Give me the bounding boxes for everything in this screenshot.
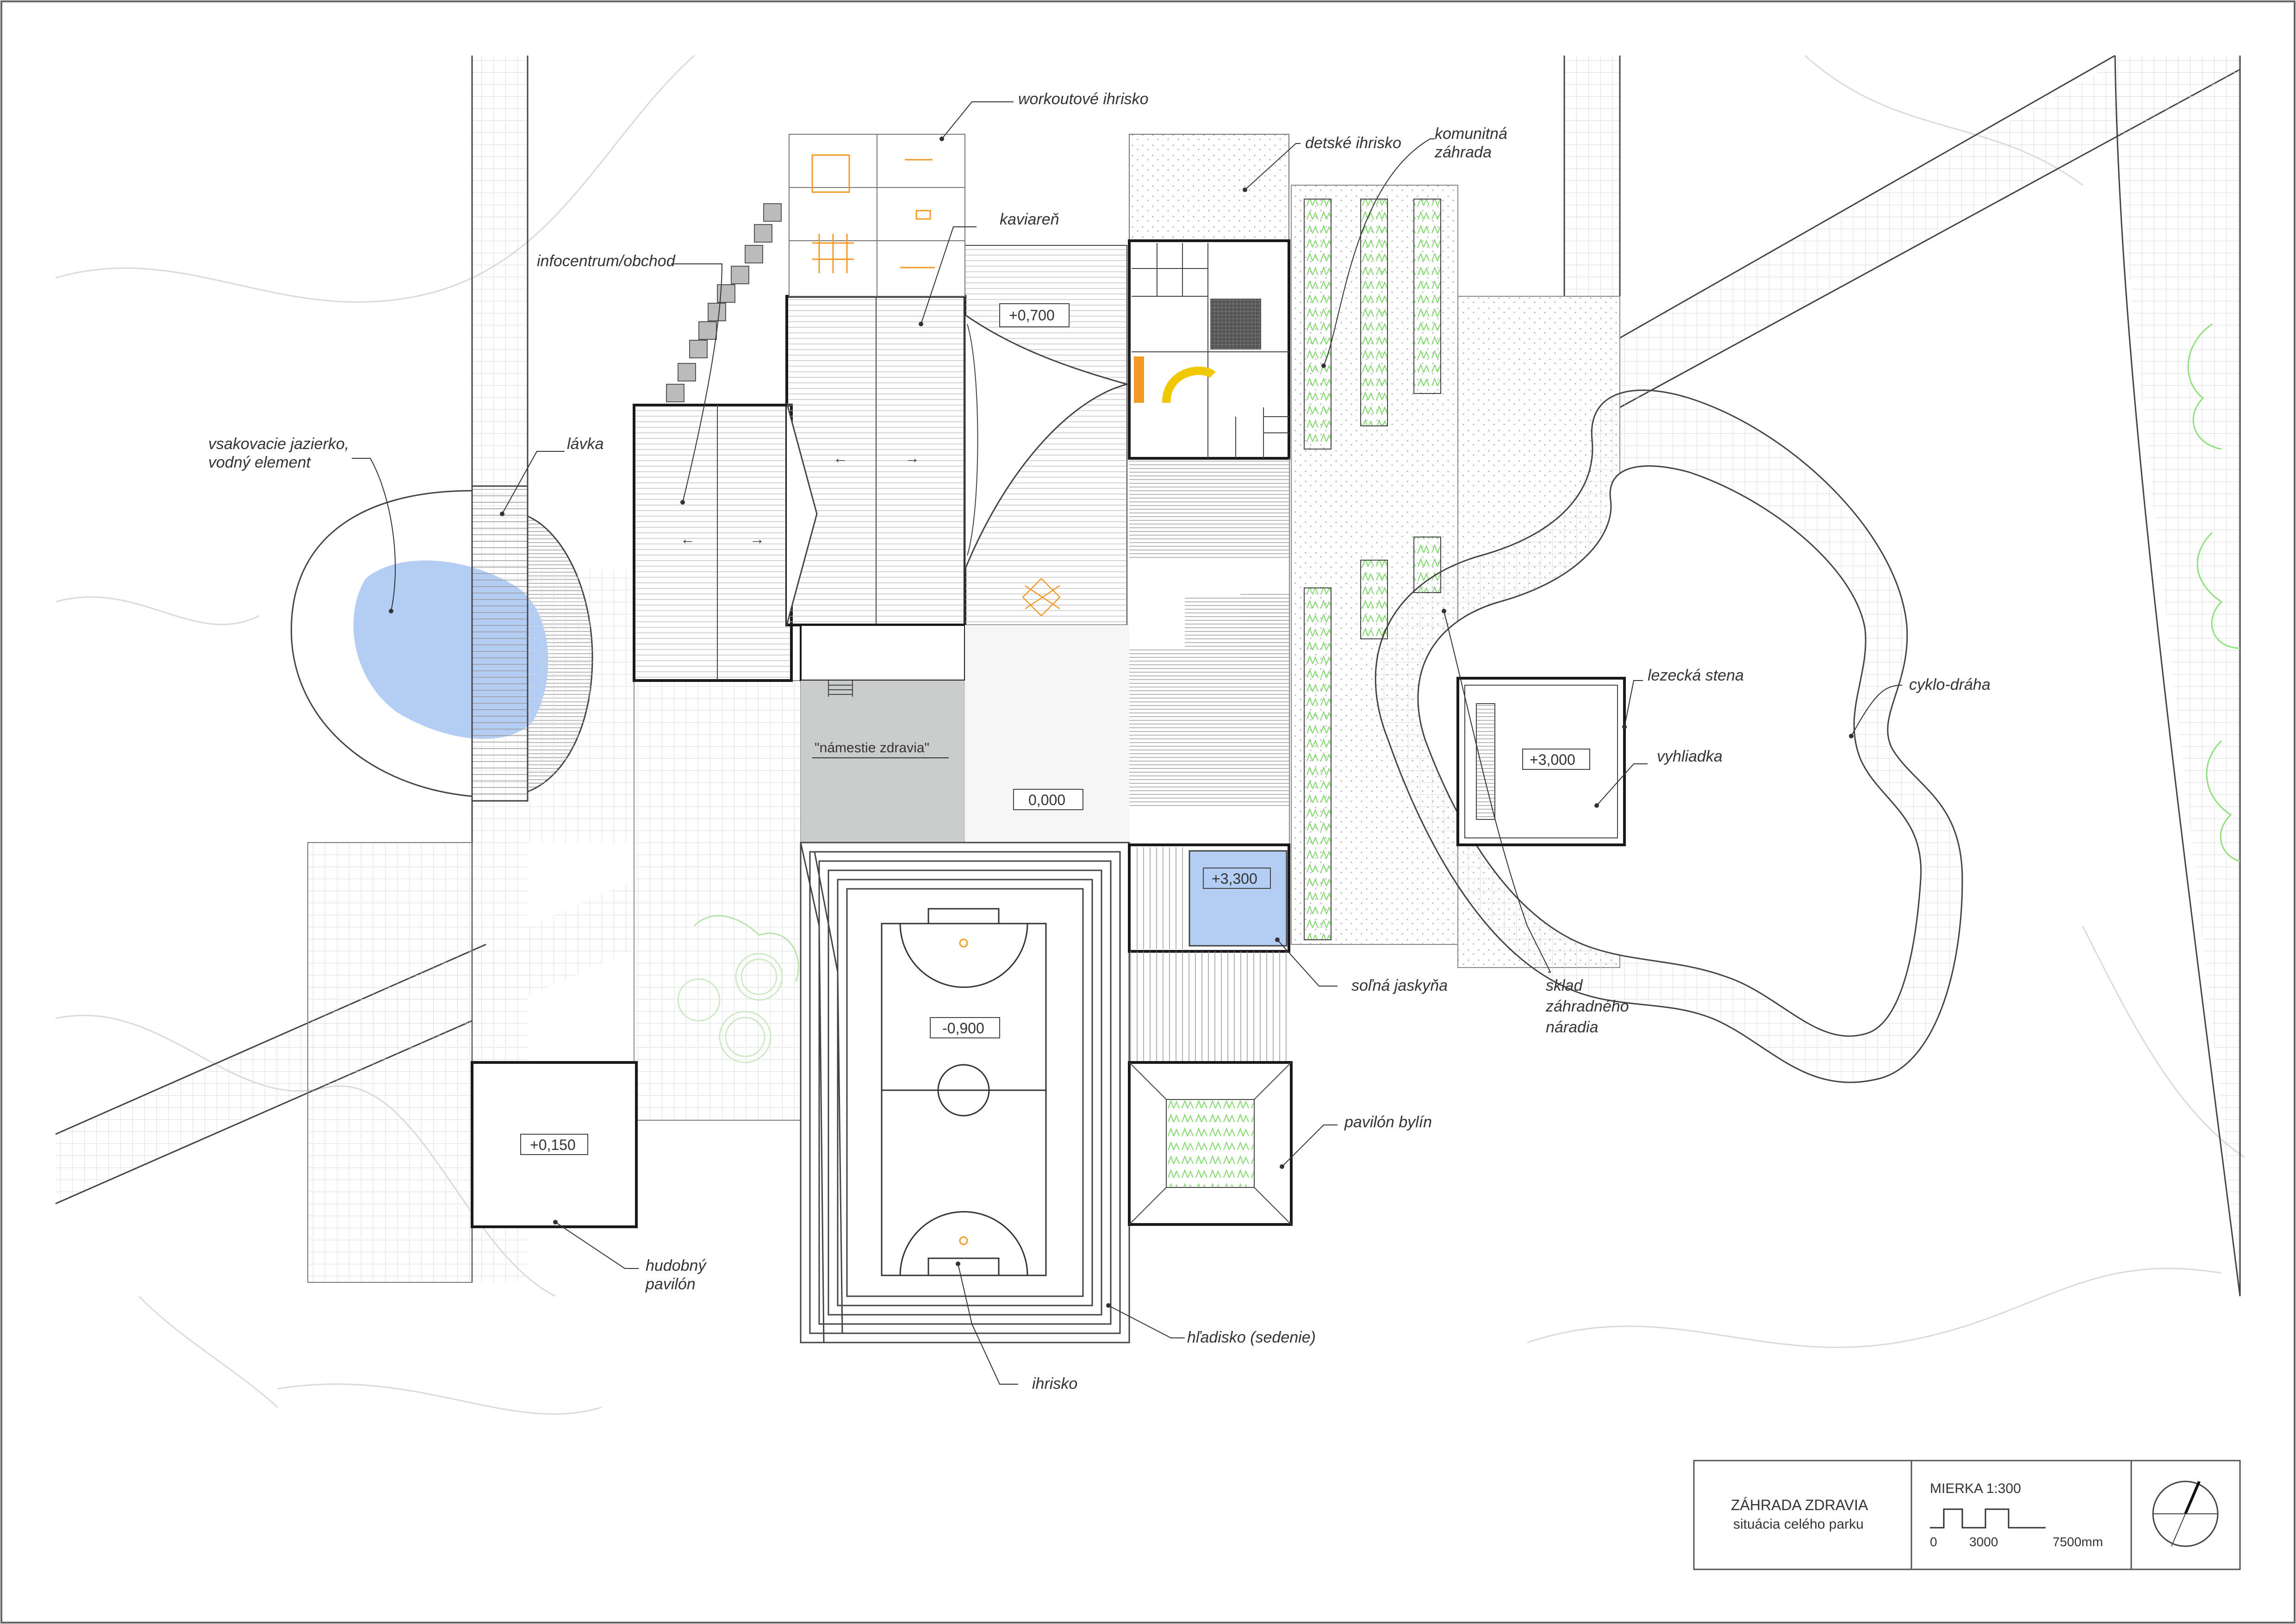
footbridge bbox=[471, 485, 529, 802]
label-cyklo: cyklo-dráha bbox=[1909, 676, 1991, 693]
label-jazierko-2: vodný element bbox=[208, 454, 311, 471]
garden-beds bbox=[1304, 199, 1441, 940]
label-lezecka: lezecká stena bbox=[1648, 667, 1744, 684]
herb-approach bbox=[1129, 951, 1289, 1062]
svg-text:-0,900: -0,900 bbox=[942, 1020, 984, 1037]
namestie-stairs bbox=[828, 681, 853, 697]
svg-text:←: ← bbox=[833, 450, 848, 466]
label-namestie: "námestie zdravia" bbox=[815, 740, 929, 756]
cycle-track bbox=[1375, 389, 1963, 1083]
svg-text:←: ← bbox=[680, 531, 695, 547]
road-right-vertical bbox=[1563, 56, 1621, 296]
svg-text:→: → bbox=[905, 450, 920, 466]
pitch bbox=[881, 908, 1047, 1276]
label-workout: workoutové ihrisko bbox=[1018, 90, 1149, 108]
scale-label: MIERKA 1:300 bbox=[1930, 1481, 2021, 1496]
infocentrum-building: ← → bbox=[633, 404, 793, 682]
label-pavilon-bylin: pavilón bylín bbox=[1344, 1113, 1432, 1131]
leader-lines bbox=[352, 101, 1903, 1385]
cafe-level-box bbox=[999, 303, 1070, 327]
svg-text:+0,150: +0,150 bbox=[530, 1137, 576, 1153]
namestie-zdravia bbox=[801, 681, 965, 843]
pavilon-bylin bbox=[1128, 1061, 1293, 1226]
kaviaren-building: ← → bbox=[785, 295, 966, 626]
title-text: ZÁHRADA ZDRAVIA bbox=[1731, 1497, 1868, 1513]
north-arrow-icon bbox=[2152, 1480, 2219, 1547]
svg-text:0,000: 0,000 bbox=[1028, 792, 1065, 808]
title-block: ZÁHRADA ZDRAVIA situácia celého parku MI… bbox=[1693, 1460, 2241, 1570]
stepping-stones bbox=[666, 203, 782, 402]
hladisko-seating bbox=[800, 842, 1130, 1343]
detske-ihrisko bbox=[1128, 239, 1290, 460]
label-komunitna-2: záhrada bbox=[1434, 144, 1492, 161]
link-path bbox=[528, 569, 634, 843]
scale-1: 3000 bbox=[1969, 1535, 1998, 1549]
level-music: +0,150 bbox=[520, 1134, 588, 1155]
label-sklad-3: náradia bbox=[1546, 1018, 1598, 1036]
svg-text:→: → bbox=[750, 531, 765, 547]
scale-0: 0 bbox=[1930, 1535, 1937, 1549]
central-bleachers bbox=[1129, 458, 1289, 808]
level-tower: +3,000 bbox=[1522, 749, 1590, 770]
label-komunitna-1: komunitná bbox=[1435, 125, 1507, 143]
svg-text:+3,000: +3,000 bbox=[1530, 751, 1575, 768]
label-hladisko: hľadisko (sedenie) bbox=[1187, 1329, 1316, 1346]
label-hudobny-1: hudobný bbox=[646, 1257, 707, 1274]
level-salt: +3,300 bbox=[1203, 868, 1271, 889]
trees-left bbox=[677, 915, 799, 1063]
label-infocentrum: infocentrum/obchod bbox=[537, 252, 676, 270]
label-vyhliadka: vyhliadka bbox=[1657, 748, 1723, 765]
scale-2: 7500mm bbox=[2053, 1535, 2103, 1549]
paving-left bbox=[307, 842, 473, 1283]
label-solna: soľná jaskyňa bbox=[1351, 977, 1448, 994]
central-dotted bbox=[1289, 458, 1290, 940]
subtitle-text: situácia celého parku bbox=[1733, 1517, 1864, 1532]
label-hudobny-2: pavilón bbox=[645, 1275, 696, 1293]
level-square: 0,000 bbox=[1013, 789, 1083, 810]
scale-bar bbox=[1930, 1508, 2046, 1529]
label-sklad-1: sklad bbox=[1546, 977, 1583, 994]
level-pitch: -0,900 bbox=[930, 1017, 1000, 1038]
trees-right bbox=[2187, 323, 2240, 862]
road-far-right bbox=[2114, 55, 2241, 1297]
label-ihrisko: ihrisko bbox=[1032, 1375, 1077, 1393]
label-detske: detské ihrisko bbox=[1305, 134, 1401, 152]
label-kaviaren: kaviareň bbox=[1000, 211, 1059, 228]
workout-area bbox=[789, 134, 965, 297]
green-plaza bbox=[634, 680, 801, 1121]
label-lavka: lávka bbox=[567, 435, 604, 453]
label-sklad-2: záhradného bbox=[1545, 998, 1629, 1015]
detske-sand bbox=[1129, 134, 1289, 241]
solna-jaskyna bbox=[1128, 843, 1290, 953]
cafe-lower-block bbox=[800, 624, 966, 681]
svg-text:+0,700: +0,700 bbox=[1009, 307, 1055, 324]
label-jazierko-1: vsakovacie jazierko, bbox=[208, 435, 349, 453]
level-cafe: +0,700 bbox=[1009, 307, 1055, 324]
kaviaren-terrace bbox=[964, 245, 1130, 625]
svg-text:+3,300: +3,300 bbox=[1212, 870, 1257, 887]
